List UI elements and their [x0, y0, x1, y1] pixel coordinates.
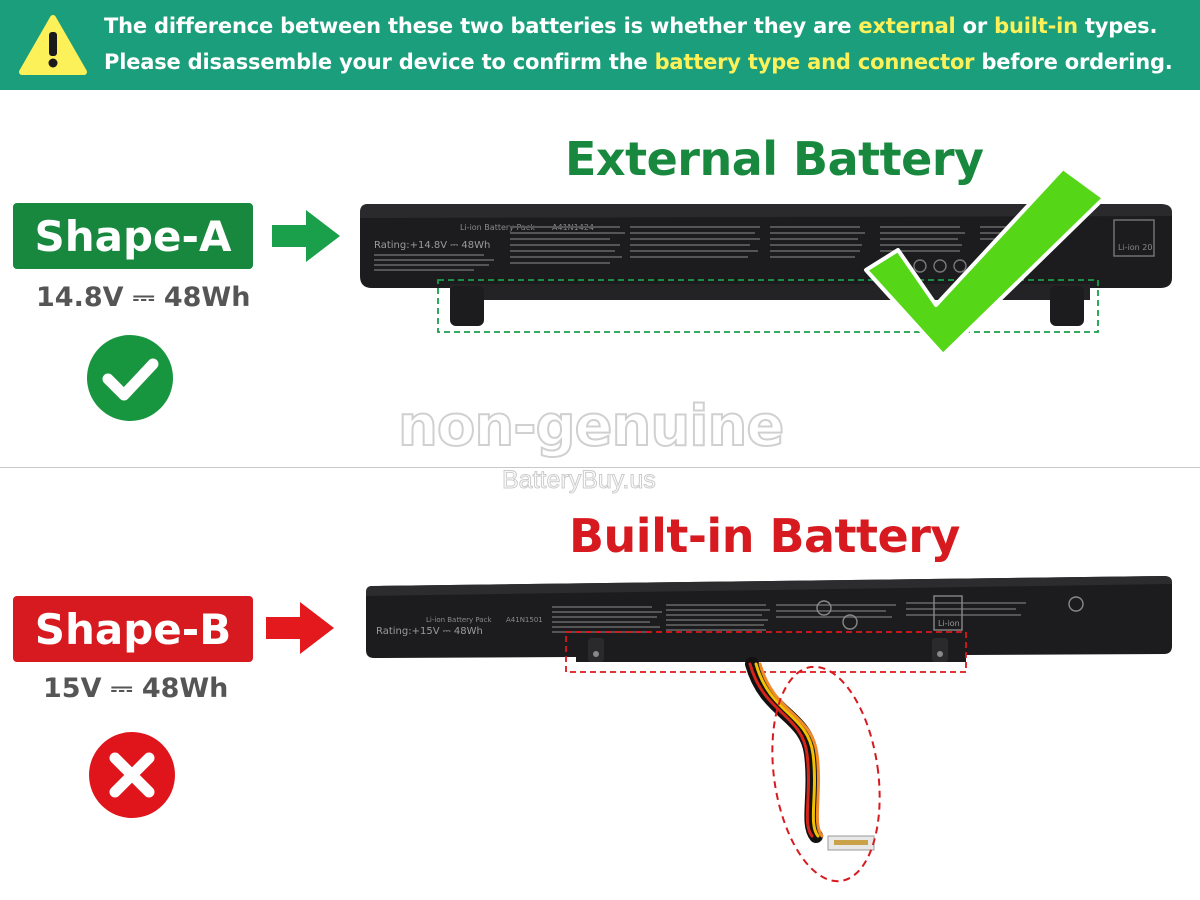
battery-a-rating: Rating:+14.8V ⎓ 48Wh [374, 240, 490, 251]
external-battery-title: External Battery [565, 132, 984, 186]
banner-line-1: The difference between these two batteri… [104, 14, 1158, 38]
battery-b-recycle: Li-ion [938, 619, 960, 628]
banner-line-2: Please disassemble your device to confir… [104, 50, 1173, 74]
built-in-battery-image: Li-ion Battery Pack A41N1501 Rating:+15V… [366, 576, 1172, 883]
arrow-right-icon [272, 210, 340, 262]
battery-a-label: Li-ion Battery Pack [460, 223, 535, 232]
warning-triangle-icon [19, 15, 87, 75]
check-circle-icon [87, 335, 173, 421]
battery-b-model: A41N1501 [506, 616, 543, 624]
watermark-site: BatteryBuy.us [502, 466, 657, 495]
built-in-battery-title: Built-in Battery [569, 509, 960, 563]
arrow-right-icon [266, 602, 334, 654]
shape-a-spec: 14.8V ⎓ 48Wh [36, 282, 251, 313]
battery-b-label: Li-ion Battery Pack [426, 616, 492, 624]
shape-b-spec: 15V ⎓ 48Wh [43, 673, 229, 704]
large-check-mark-icon [864, 166, 1106, 357]
shape-b-label: Shape-B [13, 596, 253, 662]
cross-circle-icon [89, 732, 175, 818]
battery-b-rating: Rating:+15V ⎓ 48Wh [376, 626, 483, 637]
watermark-non-genuine: non-genuine [397, 393, 785, 460]
battery-a-recycle: Li-ion 20 [1118, 243, 1152, 252]
section-divider [0, 467, 1200, 468]
warning-banner: The difference between these two batteri… [0, 0, 1200, 90]
shape-a-label: Shape-A [13, 203, 253, 269]
